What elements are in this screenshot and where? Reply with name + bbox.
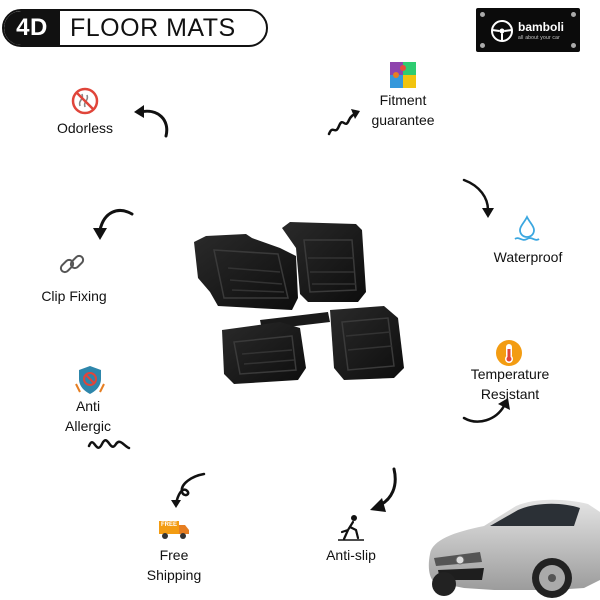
free-shipping-line2: Shipping bbox=[146, 567, 202, 583]
feature-fitment: Fitment guarantee bbox=[350, 90, 456, 130]
feature-anti-slip: Anti-slip bbox=[326, 547, 376, 563]
feature-temperature: Temperature Resistant bbox=[450, 364, 570, 404]
feature-anti-allergic: Anti Allergic bbox=[44, 396, 132, 436]
link-chain-icon bbox=[59, 254, 85, 274]
free-badge: FREE bbox=[161, 522, 178, 528]
page-title: FLOOR MATS bbox=[70, 13, 236, 42]
loop-arrow-icon bbox=[171, 472, 206, 508]
steering-wheel-icon bbox=[491, 20, 513, 42]
feature-clip-fixing: Clip Fixing bbox=[41, 288, 107, 304]
curved-arrow-icon bbox=[370, 467, 397, 512]
title-badge: 4D bbox=[4, 11, 60, 45]
puzzle-icon bbox=[390, 62, 416, 88]
curved-arrow-icon bbox=[93, 209, 134, 240]
fitment-line1: Fitment bbox=[379, 92, 427, 108]
anti-allergic-line1: Anti bbox=[75, 398, 101, 414]
feature-waterproof: Waterproof bbox=[493, 249, 563, 265]
squiggle-arrow-icon bbox=[87, 439, 131, 450]
feature-odorless: Odorless bbox=[56, 120, 114, 136]
page-title-pill: 4D FLOOR MATS bbox=[2, 9, 268, 47]
feature-free-shipping: Free Shipping bbox=[128, 545, 220, 585]
floor-mats-image bbox=[194, 222, 404, 384]
fitment-line2: guarantee bbox=[371, 112, 435, 128]
curved-arrow-icon bbox=[134, 105, 169, 138]
down-arrow-icon bbox=[462, 178, 494, 218]
anti-allergic-icon bbox=[75, 366, 105, 394]
water-drop-icon bbox=[514, 214, 540, 241]
squiggle-arrow-icon bbox=[327, 109, 360, 136]
temperature-line1: Temperature bbox=[470, 366, 550, 382]
car-image bbox=[428, 499, 600, 598]
delivery-truck-icon: FREE bbox=[158, 519, 190, 541]
brand-logo: bamboli all about your car bbox=[476, 8, 580, 52]
slip-person-icon bbox=[338, 515, 364, 541]
brand-name: bamboli bbox=[518, 20, 565, 34]
brand-tagline: all about your car bbox=[518, 35, 560, 41]
free-shipping-line1: Free bbox=[159, 547, 189, 563]
temperature-line2: Resistant bbox=[480, 386, 540, 402]
no-odor-icon bbox=[71, 87, 99, 115]
anti-allergic-line2: Allergic bbox=[65, 418, 111, 434]
curved-arrow-icon bbox=[462, 398, 510, 423]
thermometer-icon bbox=[496, 340, 522, 366]
